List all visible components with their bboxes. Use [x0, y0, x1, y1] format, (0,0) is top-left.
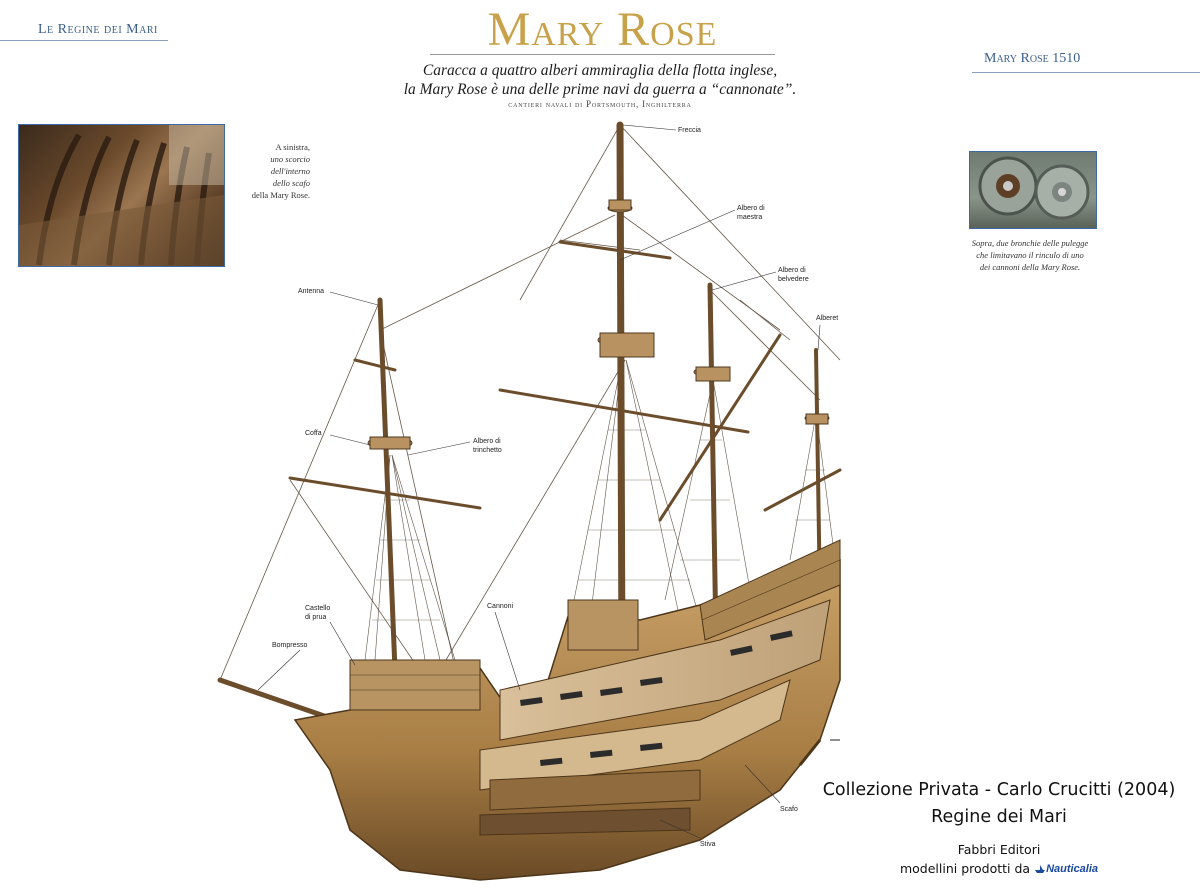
label-scafo: Scafo — [780, 806, 798, 813]
label-line: belvedere — [778, 276, 809, 283]
caption-line: A sinistra, — [275, 142, 310, 152]
label-cannoni: Cannoni — [487, 603, 514, 610]
label-freccia: Freccia — [678, 127, 701, 134]
hull-interior-photo — [18, 124, 225, 267]
series-divider — [0, 40, 168, 41]
label-albero-belvedere: Albero di belvedere — [778, 266, 809, 284]
caption-line: dei cannoni della Mary Rose. — [979, 262, 1081, 272]
label-line: Castello — [305, 605, 331, 612]
logo-text: Nauticalia — [1046, 863, 1099, 875]
caption-line: uno scorcio — [270, 154, 310, 164]
label-antenna: Antenna — [298, 288, 325, 295]
title-divider — [430, 54, 775, 55]
credit-publisher: Fabbri Editori — [957, 842, 1041, 857]
label-albero-maestra: Albero di maestra — [737, 204, 765, 222]
page-title: Mary Rose — [487, 3, 718, 56]
label-alberet: Alberet — [816, 315, 839, 322]
label-line: Albero di — [778, 267, 806, 274]
credit-models-line: modellini prodotti da Nauticalia — [814, 859, 1184, 879]
label-albero-trinchetto: Albero di trinchetto — [473, 437, 502, 455]
label-bompresso: Bompresso — [272, 642, 308, 649]
collection-credit: Collezione Privata - Carlo Crucitti (200… — [814, 777, 1184, 831]
caption-line: della Mary Rose. — [251, 190, 310, 200]
label-line: maestra — [737, 214, 763, 221]
series-title: Le Regine dei Mari — [38, 22, 158, 37]
nauticalia-logo: Nauticalia — [1034, 860, 1098, 879]
label-line: trinchetto — [473, 447, 502, 454]
caption-line: dello scafo — [272, 178, 310, 188]
publisher-credit: Fabbri Editori modellini prodotti da Nau… — [814, 840, 1184, 879]
label-stiva: Stiva — [700, 841, 716, 848]
right-photo-caption: Sopra, due bronchie delle pulegge che li… — [960, 237, 1100, 273]
boat-icon — [1035, 865, 1046, 874]
label-castello-prua: Castello di prua — [305, 604, 330, 622]
subtitle-line-1: Caracca a quattro alberi ammiraglia dell… — [422, 62, 778, 79]
model-tag: Mary Rose 1510 — [984, 51, 1081, 66]
caption-line: che limitavano il rinculo di uno — [976, 250, 1084, 260]
label-line: Albero di — [473, 438, 501, 445]
credit-models-by: modellini prodotti da — [899, 861, 1031, 876]
label-line: Albero di — [737, 205, 765, 212]
shipyard-note: cantieri navali di Portsmouth, Inghilter… — [508, 99, 692, 109]
model-divider — [972, 72, 1200, 73]
subtitle-line-2: la Mary Rose è una delle prime navi da g… — [403, 81, 797, 98]
left-photo-caption: A sinistra, uno scorcio dell'interno del… — [228, 141, 310, 201]
pulley-sheaves-photo — [969, 151, 1097, 229]
credit-collection: Collezione Privata - Carlo Crucitti (200… — [822, 780, 1176, 800]
caption-line: dell'interno — [270, 166, 310, 176]
caption-line: Sopra, due bronchie delle pulegge — [971, 238, 1089, 248]
label-coffa: Coffa — [305, 430, 322, 437]
page-subtitle: Caracca a quattro alberi ammiraglia dell… — [395, 61, 805, 99]
credit-series: Regine dei Mari — [931, 807, 1067, 827]
label-line: di prua — [305, 614, 327, 621]
